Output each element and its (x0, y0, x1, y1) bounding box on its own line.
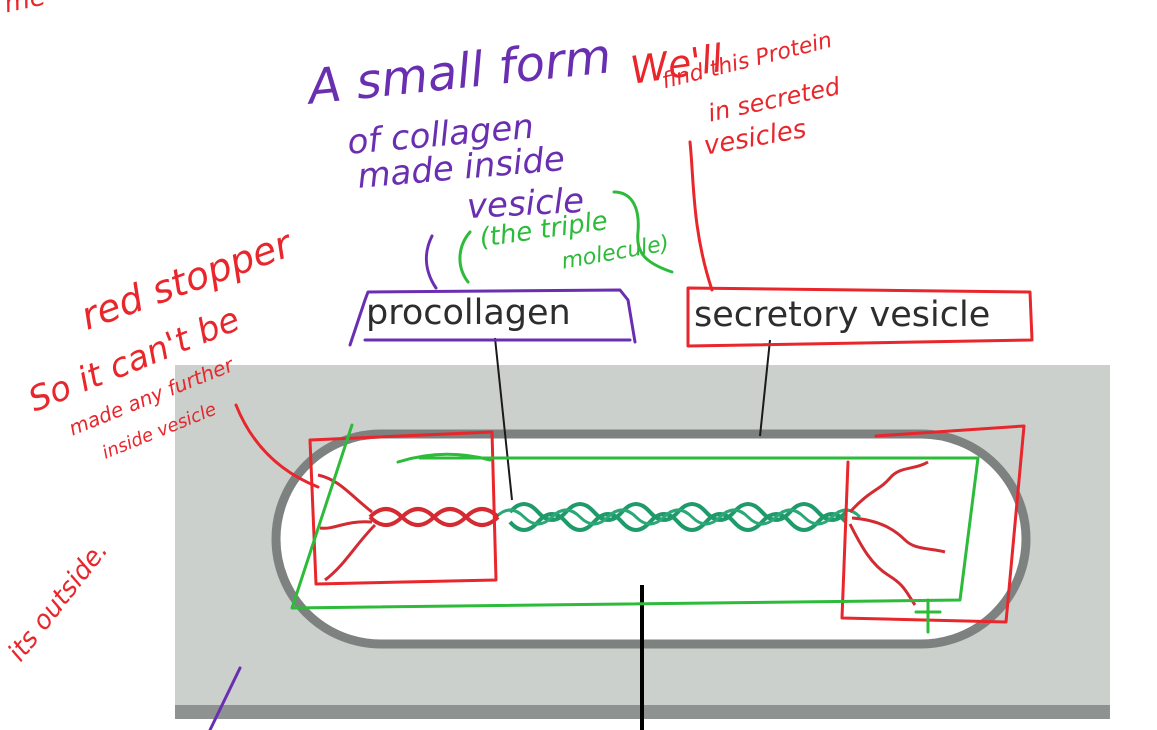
secretory-vesicle-label: secretory vesicle (694, 295, 991, 335)
propeptide-left-3 (324, 523, 377, 582)
vesicle-leader-line (759, 339, 771, 437)
helix-strand-green-2 (508, 512, 848, 532)
red-bracket (688, 140, 714, 292)
propeptide-left-1 (317, 473, 373, 514)
helix-strand-green-1 (508, 502, 848, 522)
red-left-stopper-box (308, 430, 498, 586)
red-vesicle-box (686, 286, 1034, 348)
procollagen-leader-line (494, 337, 513, 501)
green-bracket (612, 190, 674, 274)
secretory-vesicle (271, 429, 1031, 649)
green-helix-box (290, 423, 980, 610)
handwritten-markup (208, 140, 1034, 730)
purple-lower-stroke (208, 666, 242, 730)
procollagen-helix (317, 460, 946, 606)
propeptide-right-1 (848, 460, 929, 514)
propeptide-left-2 (319, 520, 373, 530)
red-arrow-to-stopper (234, 403, 320, 489)
purple-procollagen-box (348, 288, 637, 347)
green-open-paren (458, 230, 472, 284)
green-tick (914, 598, 942, 634)
propeptide-right-3 (848, 523, 917, 606)
purple-bracket (425, 234, 438, 290)
red-right-stopper-box (840, 424, 1026, 624)
propeptide-right-2 (851, 516, 946, 554)
green-top-stroke (396, 452, 492, 464)
procollagen-label: procollagen (366, 293, 571, 333)
helix-strand-green-3 (494, 508, 862, 526)
helix-strand-red-2 (368, 507, 500, 527)
